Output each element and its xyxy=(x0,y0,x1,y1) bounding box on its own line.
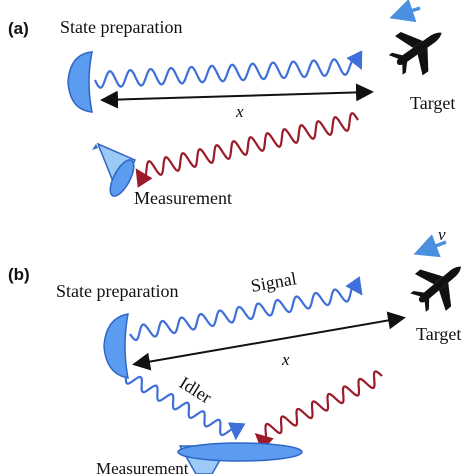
airplane-icon xyxy=(388,32,442,76)
panel-b: (b) State preparation Signal x Idler v T… xyxy=(8,225,461,474)
idler-label: Idler xyxy=(176,372,215,407)
distance-arrow-a xyxy=(100,83,374,109)
measurement-label-b: Measurement xyxy=(96,459,189,474)
airplane-icon xyxy=(410,266,461,312)
distance-label-b: x xyxy=(281,350,290,369)
parabolic-dish-icon xyxy=(103,313,129,379)
distance-label-a: x xyxy=(235,102,244,121)
outgoing-wave-a xyxy=(94,50,363,89)
panel-a: (a) State preparation x Target Measureme… xyxy=(8,0,455,208)
distance-arrow-b xyxy=(132,311,406,371)
return-wave-a xyxy=(135,112,359,188)
state-preparation-label-b: State preparation xyxy=(56,281,178,301)
return-wave-b xyxy=(254,370,383,452)
horn-detector-icon xyxy=(92,142,137,197)
target-label-a: Target xyxy=(410,93,455,113)
velocity-label: v xyxy=(438,225,446,244)
velocity-arrow-a xyxy=(389,0,421,23)
state-preparation-label-a: State preparation xyxy=(60,17,182,37)
velocity-arrow-b xyxy=(413,234,447,258)
target-label-b: Target xyxy=(416,324,461,344)
signal-label: Signal xyxy=(249,268,298,296)
measurement-label-a: Measurement xyxy=(134,188,232,208)
panel-b-tag: (b) xyxy=(8,265,30,284)
parabolic-dish-icon xyxy=(67,51,93,113)
idler-wave xyxy=(124,375,246,441)
horn-detector-icon xyxy=(177,442,303,474)
panel-a-tag: (a) xyxy=(8,19,29,38)
